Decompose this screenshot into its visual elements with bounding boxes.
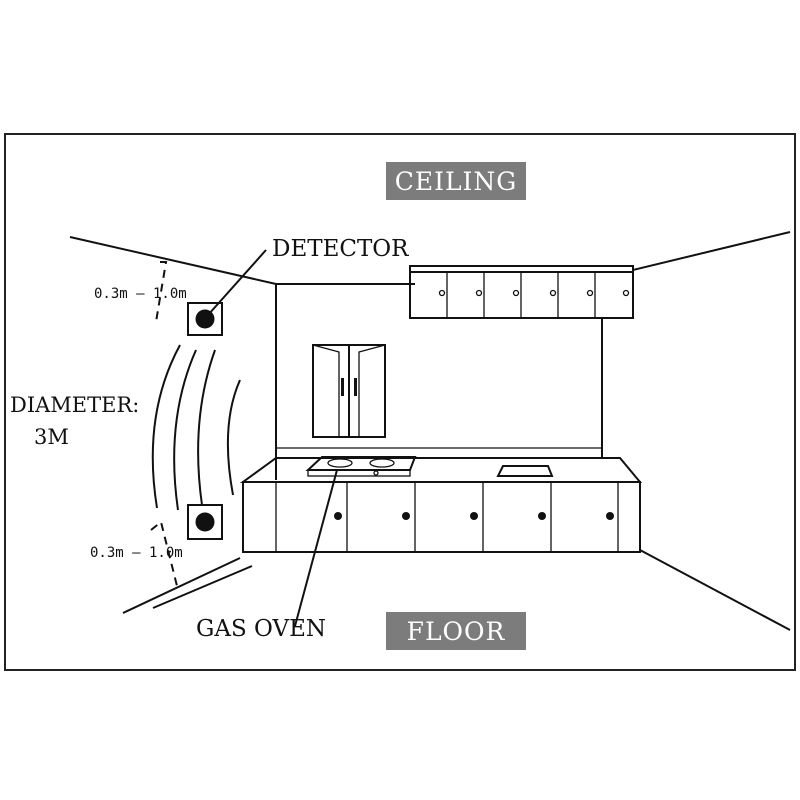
diameter-value: 3M	[34, 425, 69, 449]
window-handle-left	[341, 378, 344, 396]
range-bracket	[150, 261, 179, 591]
diffusion-arcs	[151, 344, 241, 511]
range-bracket-lower	[150, 520, 179, 591]
diffusion-arc	[151, 344, 181, 509]
upper-cabinet-knob	[586, 289, 594, 297]
detector-lower	[187, 504, 223, 540]
detector-leader-line	[207, 249, 267, 316]
diagram-border	[4, 133, 796, 671]
lower-cabinet-knob	[334, 512, 342, 520]
detector-lower-dot	[195, 512, 215, 532]
gas-oven	[305, 456, 417, 477]
gas-oven-front	[307, 469, 411, 477]
floor-right-edge	[639, 549, 791, 631]
upper-cabinets	[409, 265, 634, 319]
diffusion-arc	[197, 349, 216, 506]
detector-label: DETECTOR	[272, 236, 409, 262]
floor-tag-bg	[386, 612, 526, 650]
detector-lower-plate	[187, 504, 223, 540]
gas-oven-knob	[373, 470, 379, 476]
lower-cabinet-knob	[538, 512, 546, 520]
window	[312, 344, 386, 438]
detector-upper-plate	[187, 302, 223, 336]
diameter-label: DIAMETER:	[10, 393, 139, 417]
ceiling-label: CEILING	[395, 167, 518, 196]
gas-burner-left	[327, 458, 353, 468]
room-outline	[69, 231, 791, 631]
counter-front	[242, 481, 641, 553]
detector-upper	[187, 302, 223, 336]
floor-label: FLOOR	[407, 617, 506, 646]
floor-left-edge-1	[122, 557, 241, 614]
range-bracket-upper	[155, 261, 168, 323]
lower-cabinet-knob	[402, 512, 410, 520]
gas-oven-label: GAS OVEN	[196, 616, 326, 642]
range-label-lower: 0.3m — 1.0m	[90, 545, 183, 561]
range-label-upper: 0.3m — 1.0m	[94, 286, 187, 302]
gas-oven-leader-line	[294, 469, 338, 627]
upper-cabinet-knob	[438, 289, 446, 297]
window-handle-right	[354, 378, 357, 396]
upper-cabinet-knob	[622, 289, 630, 297]
window-right-sash	[358, 344, 386, 437]
floor-left-edge-2	[152, 565, 253, 609]
floor-tag: FLOOR	[386, 612, 526, 650]
upper-cabinet-knob	[475, 289, 483, 297]
diffusion-arc	[226, 379, 241, 496]
lower-cabinet-knob	[606, 512, 614, 520]
lower-cabinet-knob	[470, 512, 478, 520]
upper-cabinet-knob	[512, 289, 520, 297]
lower-cabinets	[239, 447, 643, 553]
upper-cabinet-knob	[549, 289, 557, 297]
gas-burner-right	[369, 458, 395, 468]
ceiling-right-edge	[632, 231, 791, 271]
window-left-sash	[312, 344, 340, 437]
diffusion-arc	[173, 349, 197, 511]
sink	[496, 465, 554, 477]
ceiling-tag: CEILING	[386, 162, 526, 200]
counter-top	[239, 457, 643, 483]
sink-basin	[496, 465, 554, 477]
ceiling-tag-bg	[386, 162, 526, 200]
